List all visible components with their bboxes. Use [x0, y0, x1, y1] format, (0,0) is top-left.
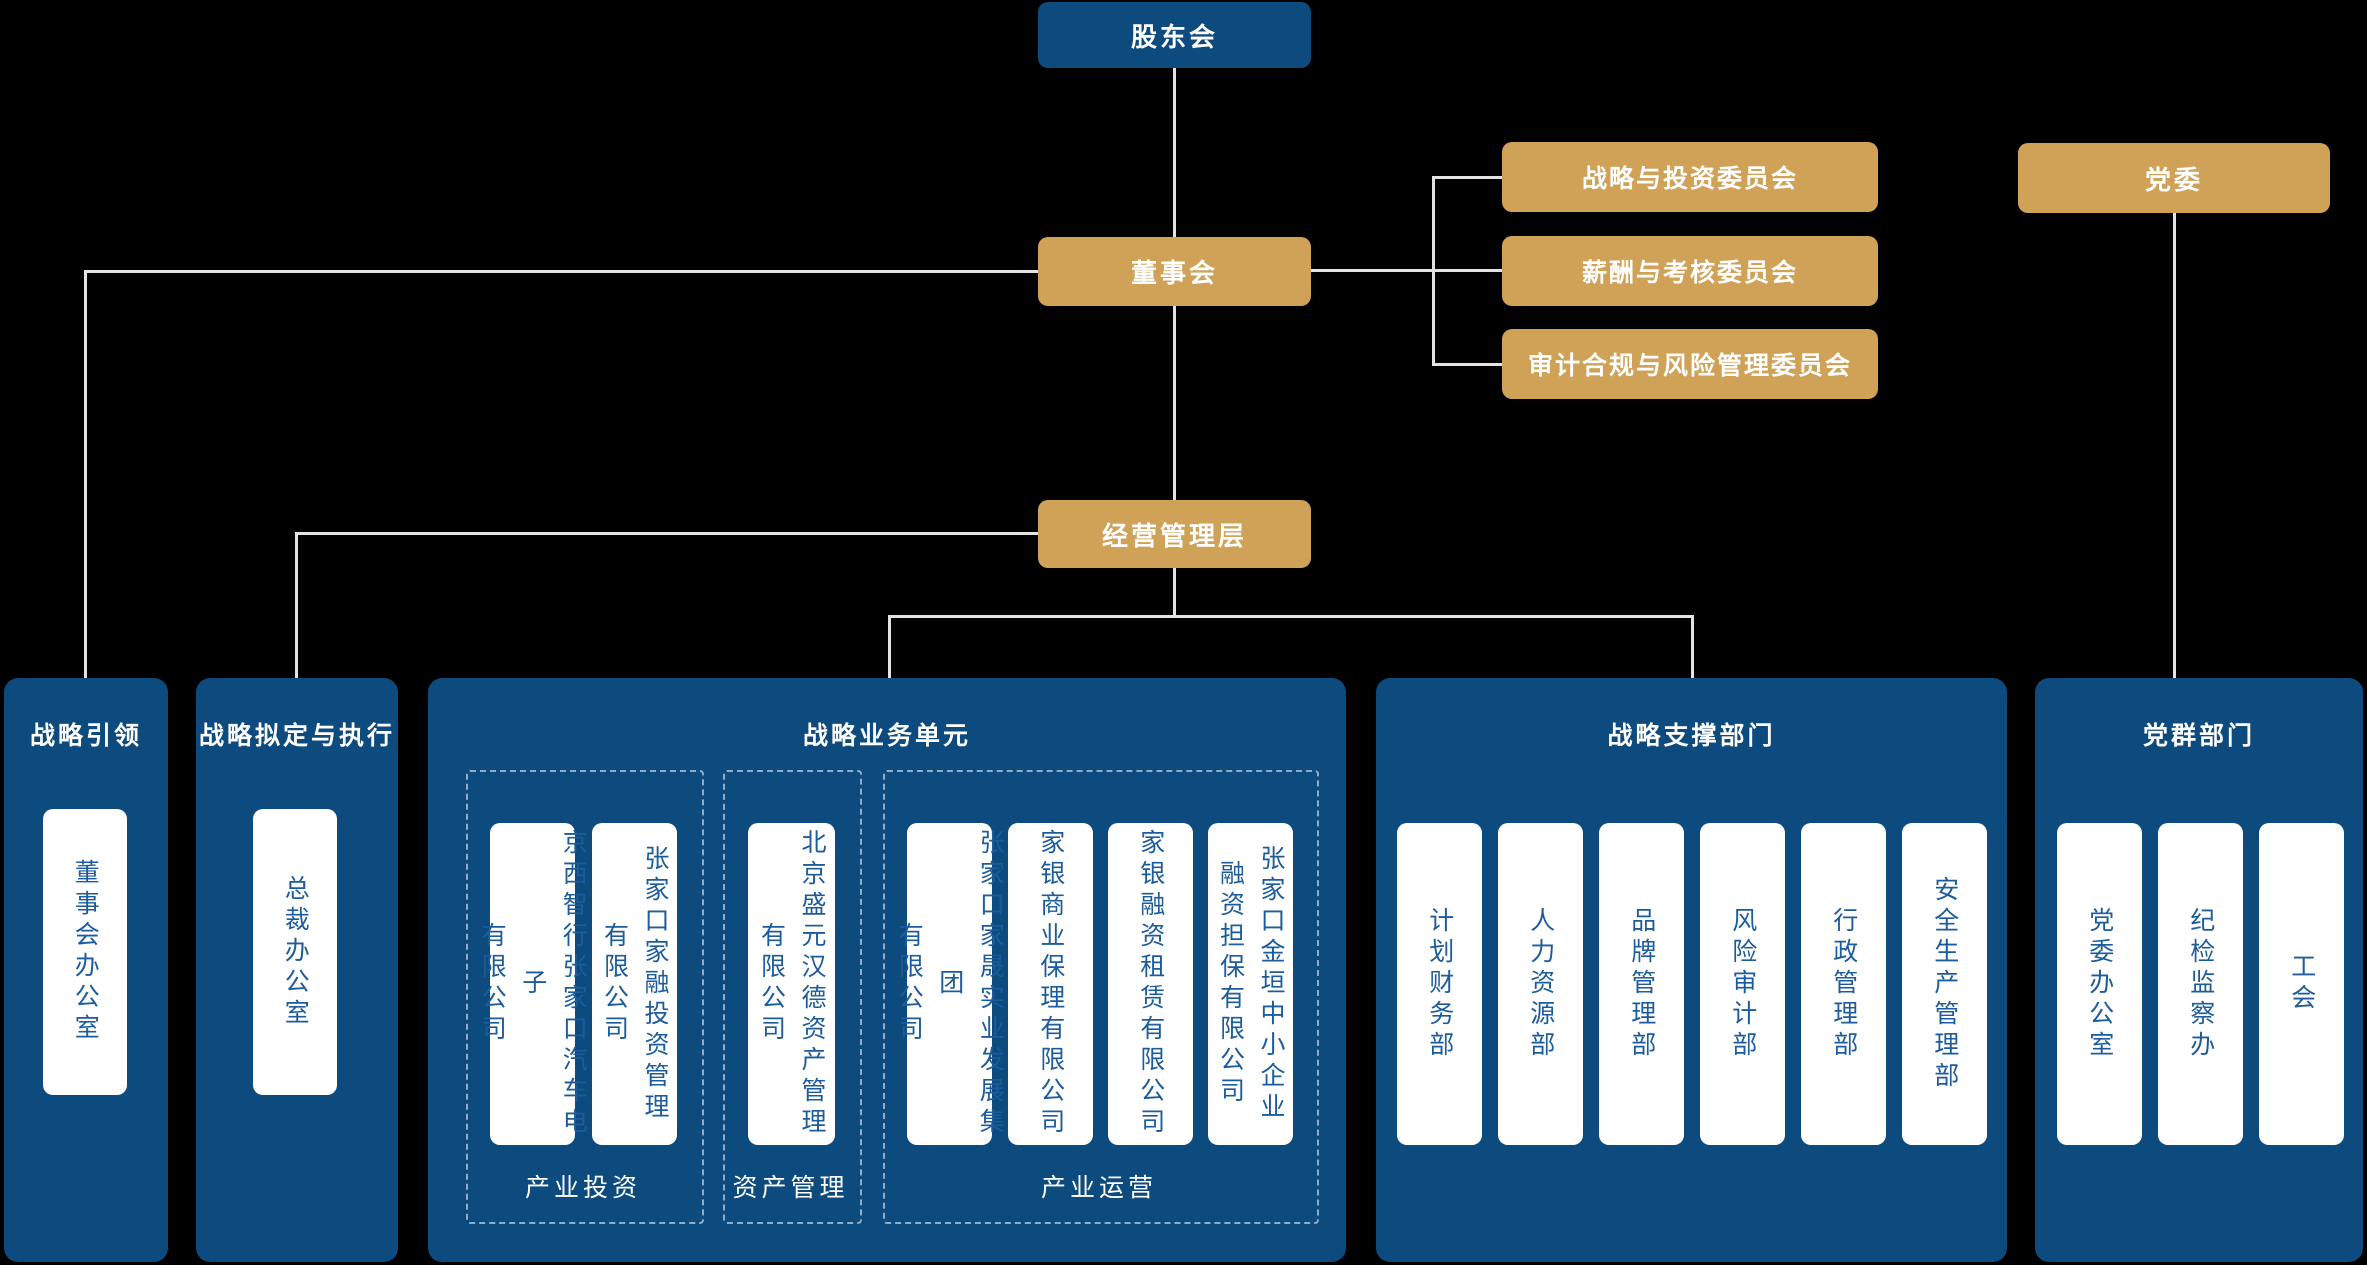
dept-card: 工会 — [2259, 823, 2344, 1145]
connector-line — [1435, 269, 1502, 272]
dept-card: 品牌管理部 — [1599, 823, 1684, 1145]
committee-label: 战略与投资委员会 — [1581, 164, 1798, 193]
company-card-label: 张家口金垣中小企业 融资担保有限公司 — [1216, 844, 1287, 1124]
management-node: 经营管理层 — [1038, 500, 1311, 568]
committee-node-strategy-investment: 战略与投资委员会 — [1502, 142, 1878, 212]
panel-title: 战略引领 — [29, 721, 142, 750]
connector-line — [84, 270, 87, 680]
company-card: 家银商业保理有限公司 — [1008, 823, 1093, 1145]
dept-card-label: 安全生产管理部 — [1930, 875, 1960, 1093]
panel-support-departments: 战略支撑部门 计划财务部 人力资源部 品牌管理部 风险审计部 行政管理部 安全生… — [1376, 678, 2007, 1262]
dept-card-label: 品牌管理部 — [1627, 906, 1657, 1062]
office-card: 董事会办公室 — [43, 809, 127, 1095]
office-card-label: 总裁办公室 — [281, 874, 311, 1030]
dept-card: 行政管理部 — [1801, 823, 1886, 1145]
panel-business-units: 战略业务单元 京西智行张家口汽车电子 有限公司 张家口家融投资管理 有限公司 北… — [428, 678, 1346, 1262]
management-label: 经营管理层 — [1101, 521, 1247, 552]
connector-line — [1435, 176, 1502, 179]
connector-line — [888, 615, 891, 680]
connector-line — [1173, 68, 1176, 237]
dept-card-label: 风险审计部 — [1728, 906, 1758, 1062]
dept-card: 计划财务部 — [1397, 823, 1482, 1145]
committee-label: 薪酬与考核委员会 — [1581, 258, 1798, 287]
dept-card-label: 人力资源部 — [1526, 906, 1556, 1062]
group-label-asset-management: 资产管理 — [732, 1173, 849, 1202]
shareholders-node: 股东会 — [1038, 2, 1311, 68]
connector-line — [295, 532, 1041, 535]
committee-node-audit-risk: 审计合规与风险管理委员会 — [1502, 329, 1878, 399]
dept-card: 安全生产管理部 — [1902, 823, 1987, 1145]
connector-line — [295, 532, 298, 680]
shareholders-label: 股东会 — [1130, 22, 1218, 53]
company-card: 北京盛元汉德资产管理 有限公司 — [748, 823, 835, 1145]
board-node: 董事会 — [1038, 237, 1311, 306]
panel-title: 战略支撑部门 — [1607, 721, 1776, 750]
connector-line — [1691, 615, 1694, 680]
connector-line — [1173, 306, 1176, 500]
company-card-label: 北京盛元汉德资产管理 有限公司 — [757, 829, 828, 1139]
company-card-label: 京西智行张家口汽车电子 有限公司 — [478, 829, 589, 1139]
office-card-label: 董事会办公室 — [71, 859, 101, 1045]
group-label-industry-investment: 产业投资 — [524, 1173, 641, 1202]
committee-node-compensation-appraisal: 薪酬与考核委员会 — [1502, 236, 1878, 306]
board-label: 董事会 — [1130, 259, 1218, 289]
group-label-industry-operation: 产业运营 — [1040, 1173, 1157, 1202]
company-card: 张家口金垣中小企业 融资担保有限公司 — [1208, 823, 1293, 1145]
connector-line — [1173, 568, 1176, 618]
company-card-label: 家银融资租赁有限公司 — [1136, 829, 1166, 1139]
group-box-asset-management — [723, 770, 862, 1224]
company-card: 家银融资租赁有限公司 — [1108, 823, 1193, 1145]
company-card-label: 张家口家融投资管理 有限公司 — [600, 844, 671, 1124]
dept-card: 纪检监察办 — [2158, 823, 2243, 1145]
panel-strategy-lead: 战略引领 董事会办公室 — [4, 678, 168, 1262]
company-card: 张家口家晟实业发展集团 有限公司 — [895, 823, 1005, 1145]
party-committee-label: 党委 — [2144, 165, 2203, 196]
connector-line — [888, 615, 1694, 618]
dept-card-label: 党委办公室 — [2085, 906, 2115, 1062]
dept-card: 党委办公室 — [2057, 823, 2142, 1145]
panel-title: 战略业务单元 — [802, 721, 971, 750]
dept-card: 风险审计部 — [1700, 823, 1785, 1145]
committee-label: 审计合规与风险管理委员会 — [1527, 351, 1852, 380]
company-card: 张家口家融投资管理 有限公司 — [592, 823, 677, 1145]
dept-card-label: 工会 — [2287, 953, 2317, 1015]
panel-title: 战略拟定与执行 — [198, 721, 395, 750]
dept-card-label: 纪检监察办 — [2186, 906, 2216, 1062]
party-committee-node: 党委 — [2018, 143, 2330, 213]
connector-line — [1311, 269, 1435, 272]
dept-card: 人力资源部 — [1498, 823, 1583, 1145]
office-card: 总裁办公室 — [253, 809, 337, 1095]
company-card-label: 家银商业保理有限公司 — [1036, 829, 1066, 1139]
company-card-label: 张家口家晟实业发展集团 有限公司 — [895, 829, 1006, 1139]
group-box-industry-operation — [883, 770, 1319, 1224]
connector-line — [1432, 176, 1435, 366]
panel-strategy-exec: 战略拟定与执行 总裁办公室 — [196, 678, 398, 1262]
panel-party-mass: 党群部门 党委办公室 纪检监察办 工会 — [2035, 678, 2363, 1262]
dept-card-label: 行政管理部 — [1829, 906, 1859, 1062]
group-box-industry-investment — [466, 770, 704, 1224]
company-card: 京西智行张家口汽车电子 有限公司 — [478, 823, 588, 1145]
panel-title: 党群部门 — [2142, 721, 2255, 750]
connector-line — [84, 270, 1041, 273]
connector-line — [1435, 363, 1502, 366]
connector-line — [2173, 213, 2176, 680]
dept-card-label: 计划财务部 — [1425, 906, 1455, 1062]
